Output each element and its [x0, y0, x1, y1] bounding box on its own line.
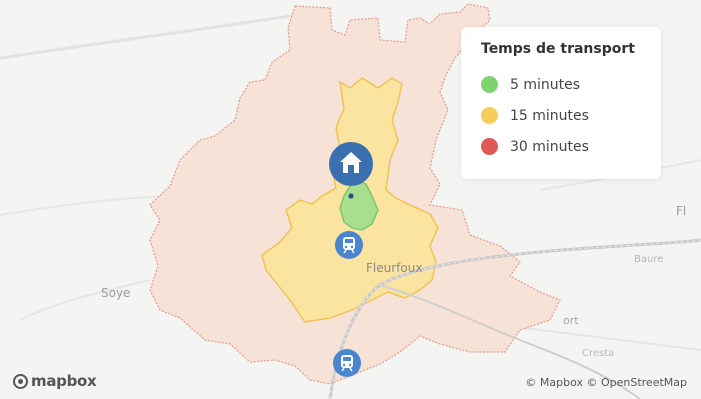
- legend-label: 15 minutes: [510, 107, 589, 124]
- legend-swatch-red: [481, 138, 498, 155]
- place-label-baure: Baure: [634, 254, 664, 265]
- place-label-ort: ort: [563, 314, 579, 327]
- legend-item-15: 15 minutes: [481, 100, 643, 131]
- road: [19, 279, 151, 321]
- railway: [329, 239, 701, 399]
- transit-marker[interactable]: [334, 230, 364, 260]
- legend-label: 30 minutes: [510, 138, 589, 155]
- isochrone-5-area: [339, 179, 379, 231]
- railway: [379, 284, 641, 399]
- legend-swatch-yellow: [481, 107, 498, 124]
- home-marker[interactable]: [326, 141, 376, 203]
- place-label-edge: Fl: [676, 204, 687, 218]
- transit-marker[interactable]: [332, 348, 362, 378]
- legend-item-5: 5 minutes: [481, 69, 643, 100]
- place-label-soye: Soye: [101, 286, 131, 300]
- travel-time-legend: Temps de transport 5 minutes 15 minutes …: [461, 27, 661, 179]
- legend-item-30: 30 minutes: [481, 131, 643, 162]
- legend-label: 5 minutes: [510, 76, 581, 93]
- legend-swatch-green: [481, 76, 498, 93]
- house-icon: [329, 142, 373, 199]
- map-attribution[interactable]: © Mapbox © OpenStreetMap: [525, 376, 687, 389]
- mapbox-logo-text: mapbox: [31, 372, 97, 390]
- train-icon: [335, 231, 363, 259]
- train-icon: [333, 349, 361, 377]
- legend-title: Temps de transport: [481, 41, 635, 57]
- place-label-town: Fleurfoux: [366, 261, 423, 275]
- mapbox-logo-icon: [13, 373, 28, 389]
- mapbox-logo[interactable]: mapbox: [13, 372, 97, 390]
- road: [0, 8, 331, 60]
- place-label-cresta: Cresta: [582, 348, 615, 359]
